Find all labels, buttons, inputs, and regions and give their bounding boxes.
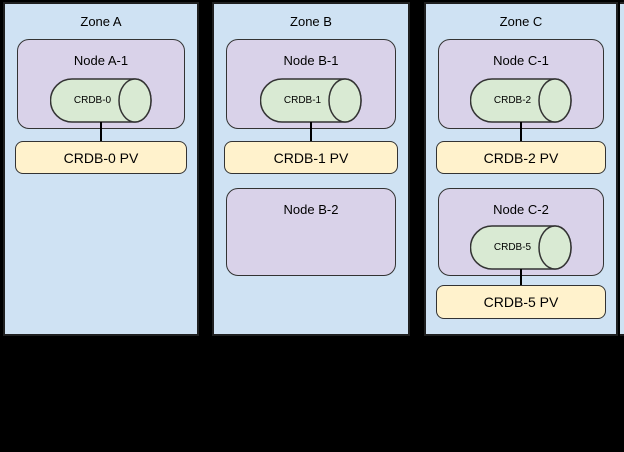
crdb-1-pv: CRDB-1 PV <box>224 141 398 174</box>
node-c-1: Node C-1 CRDB-2 <box>438 39 604 129</box>
database-cylinder-icon <box>470 225 572 270</box>
node-a-1-title: Node A-1 <box>73 53 129 68</box>
crdb-2-cylinder: CRDB-2 <box>470 78 572 123</box>
node-c-2-title: Node C-2 <box>493 202 549 217</box>
crdb-1-label: CRDB-1 <box>283 95 322 106</box>
crdb-5-label: CRDB-5 <box>493 242 532 253</box>
crdb-5-pv-label: CRDB-5 PV <box>483 294 559 310</box>
node-c-2: Node C-2 CRDB-5 <box>438 188 604 276</box>
crdb-0-pv-label: CRDB-0 PV <box>63 149 139 166</box>
database-cylinder-icon <box>50 78 152 123</box>
crdb-0-cylinder: CRDB-0 <box>50 78 152 123</box>
crdb-2-label: CRDB-2 <box>493 95 532 106</box>
zone-b-title: Zone B <box>290 14 332 29</box>
crdb-1-cylinder: CRDB-1 <box>260 78 362 123</box>
node-b-2-title: Node B-2 <box>283 202 339 217</box>
zone-b: Zone B Node B-1 CRDB-1 CRDB-1 PV Node B-… <box>212 2 410 336</box>
zone-a-title: Zone A <box>80 14 122 29</box>
node-b-1-title: Node B-1 <box>283 53 339 68</box>
node-b-2: Node B-2 <box>226 188 396 276</box>
node-b-1: Node B-1 CRDB-1 <box>226 39 396 129</box>
database-cylinder-icon <box>260 78 362 123</box>
zone-c: Zone C Node C-1 CRDB-2 CRDB-2 PV Node C-… <box>424 2 618 336</box>
node-a-1: Node A-1 CRDB-0 <box>17 39 185 129</box>
crdb-2-pv: CRDB-2 PV <box>436 141 606 174</box>
database-cylinder-icon <box>470 78 572 123</box>
zone-c-title: Zone C <box>499 14 543 29</box>
crdb-0-pv: CRDB-0 PV <box>15 141 187 174</box>
crdb-0-label: CRDB-0 <box>73 95 112 106</box>
crdb-5-pv-connector <box>520 269 522 286</box>
crdb-5-cylinder: CRDB-5 <box>470 225 572 270</box>
crdb-2-pv-connector <box>520 122 522 142</box>
clipped-zone-sliver <box>620 2 624 336</box>
crdb-1-pv-connector <box>310 122 312 142</box>
zone-a: Zone A Node A-1 CRDB-0 CRDB-0 PV <box>3 2 199 336</box>
crdb-1-pv-label: CRDB-1 PV <box>273 149 349 166</box>
crdb-5-pv: CRDB-5 PV <box>436 285 606 319</box>
node-c-1-title: Node C-1 <box>493 53 549 68</box>
crdb-0-pv-connector <box>100 122 102 142</box>
crdb-2-pv-label: CRDB-2 PV <box>483 149 559 166</box>
